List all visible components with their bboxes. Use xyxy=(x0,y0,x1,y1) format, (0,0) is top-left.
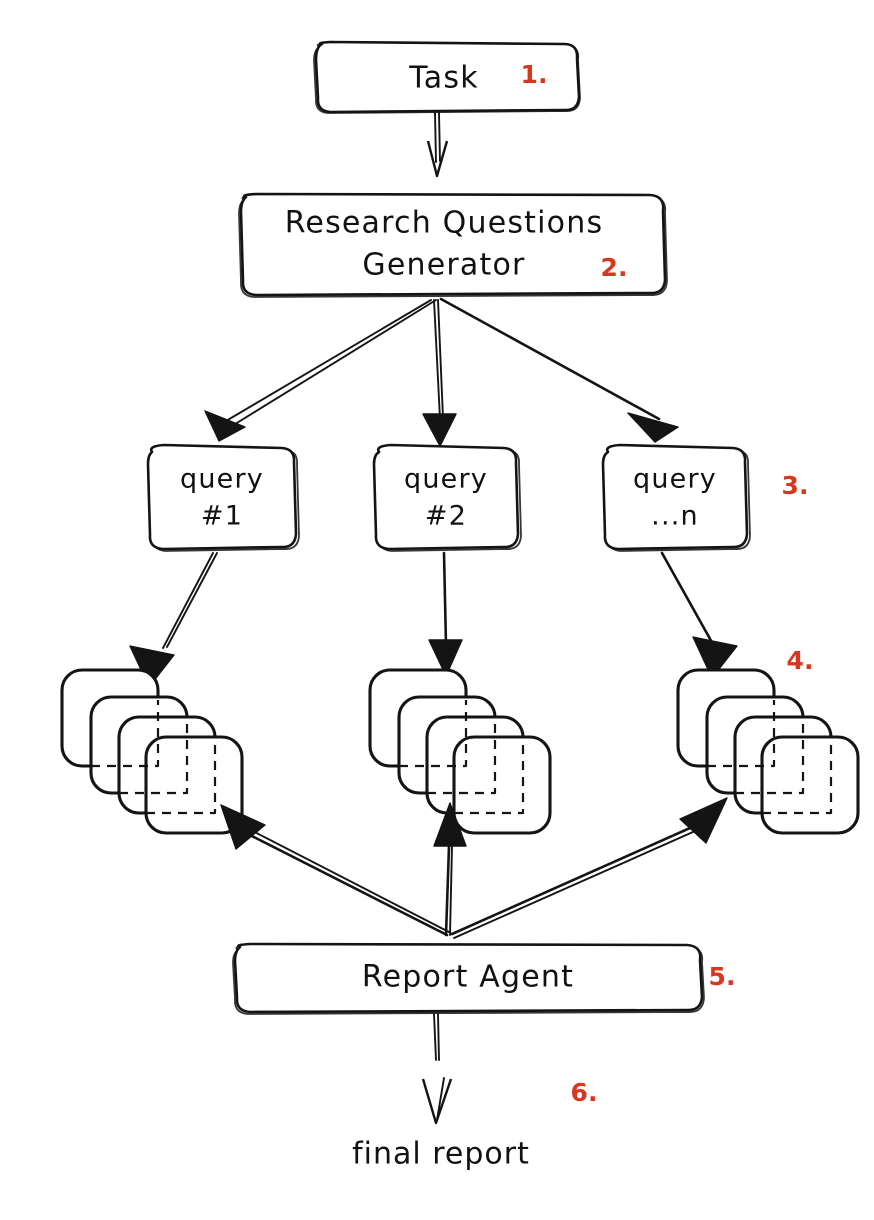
query1-label-line-2: #1 xyxy=(201,501,243,532)
doc-card-dash-3 xyxy=(762,740,833,815)
edge-query2-to-docs2 xyxy=(428,551,463,677)
report-agent-label: Report Agent xyxy=(362,960,574,995)
node-research-questions-generator[interactable]: Research Questions Generator 2. xyxy=(238,192,668,298)
doc-card-dash-2 xyxy=(119,720,189,795)
edge-line-b xyxy=(438,112,441,162)
step-number-2: 2. xyxy=(601,253,628,282)
arrowhead-docsn xyxy=(692,636,738,679)
generator-label-line-2: Generator xyxy=(362,248,525,283)
edge-line-b xyxy=(449,845,453,936)
generator-box-outline xyxy=(239,192,667,297)
arrowhead-query2 xyxy=(422,413,457,447)
edge-generator-to-query2 xyxy=(422,299,457,447)
edge-report-agent-to-docs2 xyxy=(433,802,467,937)
arrowhead-up-docs2 xyxy=(433,802,467,847)
edge-report-agent-to-docsn xyxy=(450,797,728,939)
queryn-box-outline xyxy=(601,443,749,551)
step-number-5: 5. xyxy=(709,962,736,991)
arrowhead-down-final-report xyxy=(421,1078,453,1125)
arrowhead-up-docs1 xyxy=(220,804,266,850)
queryn-label-line-1: query xyxy=(633,464,717,495)
queryn-label-line-2: ...n xyxy=(651,501,699,532)
edge-line-b xyxy=(453,827,703,939)
arrowhead-up-docsn xyxy=(679,797,728,844)
doc-card-dash-1 xyxy=(707,700,776,768)
edge-task-to-generator xyxy=(426,112,449,178)
edge-generator-to-queryn xyxy=(439,297,679,443)
arrowhead-docs2 xyxy=(428,639,463,677)
doc-card-dash-2 xyxy=(735,720,805,795)
edge-line-a xyxy=(434,112,437,163)
report-agent-box-outline xyxy=(233,942,704,1014)
edge-generator-to-query1 xyxy=(204,299,437,442)
query2-box-outline xyxy=(372,443,520,551)
node-final-report: final report 6. xyxy=(352,1078,597,1172)
step-number-4: 4. xyxy=(787,646,814,675)
doc-card-4 xyxy=(760,735,860,835)
edge-report-agent-to-docs1 xyxy=(220,804,450,937)
node-document-stack-1[interactable] xyxy=(60,668,244,835)
generator-label-line-1: Research Questions xyxy=(285,206,604,241)
doc-card-4 xyxy=(144,735,244,835)
node-query-1[interactable]: query #1 xyxy=(146,443,300,552)
arrowhead-queryn xyxy=(627,412,679,443)
doc-card-dash-1 xyxy=(91,700,160,768)
edge-line-b xyxy=(437,299,444,419)
doc-card-dash-3 xyxy=(454,740,525,815)
edge-report-agent-to-final-report xyxy=(421,1013,453,1125)
node-document-stack-2[interactable] xyxy=(368,668,552,835)
node-query-n[interactable]: query ...n 3. xyxy=(601,443,809,552)
step-number-3: 3. xyxy=(782,471,809,500)
query2-label-line-2: #2 xyxy=(425,501,467,532)
step-number-1: 1. xyxy=(521,60,548,89)
doc-card-4 xyxy=(452,735,552,835)
doc-card-dash-3 xyxy=(146,740,217,815)
node-report-agent[interactable]: Report Agent 5. xyxy=(232,942,736,1015)
edge-queryn-to-docsn xyxy=(660,551,738,679)
node-task[interactable]: Task 1. xyxy=(313,40,581,114)
doc-card-dash-2 xyxy=(427,720,497,795)
node-document-stack-n[interactable]: 4. xyxy=(676,646,860,835)
edge-line-b xyxy=(242,825,450,933)
node-query-2[interactable]: query #2 xyxy=(372,443,522,552)
query1-box-outline xyxy=(146,443,298,551)
edge-line-a xyxy=(442,551,448,647)
arrowhead-docs1 xyxy=(129,645,175,688)
edge-line-b xyxy=(231,299,437,427)
edge-line-a xyxy=(238,828,449,937)
task-box-outline xyxy=(314,40,581,114)
edge-line-b xyxy=(166,552,218,648)
query1-label-line-1: query xyxy=(180,464,264,495)
edge-line-a xyxy=(660,551,716,648)
arrowhead-extra-stroke xyxy=(436,1077,445,1121)
arrowhead-down-generator xyxy=(426,140,449,178)
edge-line-a xyxy=(433,1013,437,1061)
edge-line-a xyxy=(439,297,661,421)
step-number-6: 6. xyxy=(571,1078,598,1107)
edge-line-a xyxy=(225,299,432,422)
edge-line-a xyxy=(162,552,214,649)
edge-line-a xyxy=(444,844,451,937)
doc-card-dash-1 xyxy=(399,700,468,768)
arrowhead-query1 xyxy=(204,410,246,442)
task-label: Task xyxy=(408,61,479,96)
edge-line-a xyxy=(450,822,701,936)
final-report-label: final report xyxy=(352,1137,530,1172)
edge-line-a xyxy=(433,299,441,420)
edge-line-b xyxy=(437,1013,440,1061)
query2-label-line-1: query xyxy=(404,464,488,495)
edge-query1-to-docs1 xyxy=(129,552,218,688)
